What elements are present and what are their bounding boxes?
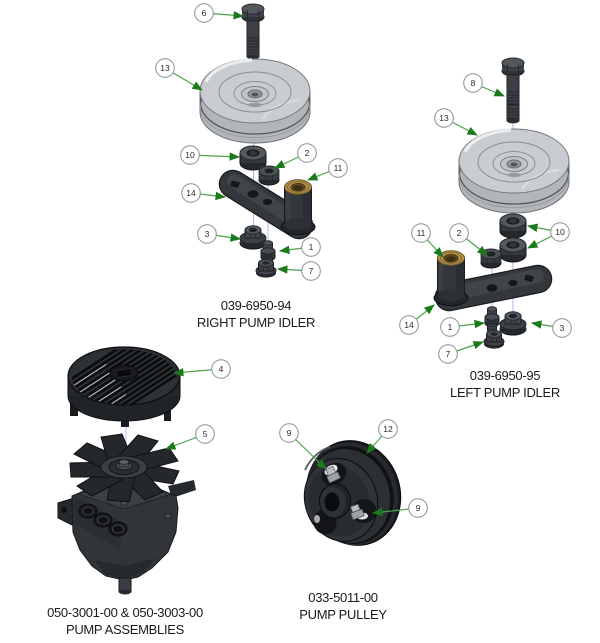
svg-text:1: 1 (448, 322, 453, 332)
pump-assemblies-part-number: 050-3001-00 & 050-3003-00 (47, 605, 203, 620)
bearing-spacer (239, 145, 267, 171)
callout-10: 10 (180, 145, 241, 165)
svg-text:9: 9 (287, 428, 292, 438)
svg-text:10: 10 (555, 227, 565, 237)
stud-bolt (484, 306, 500, 332)
label-left-idler: 039-6950-95 LEFT PUMP IDLER (450, 367, 560, 401)
brass-bushing (433, 250, 469, 307)
svg-text:8: 8 (471, 78, 476, 88)
svg-text:14: 14 (404, 320, 414, 330)
svg-text:3: 3 (205, 229, 210, 239)
label-right-idler: 039-6950-94 RIGHT PUMP IDLER (196, 297, 316, 331)
label-pump-assemblies: 050-3001-00 & 050-3003-00 PUMP ASSEMBLIE… (47, 604, 203, 638)
cooling-fan (69, 433, 180, 503)
flange-nut (239, 225, 267, 250)
bearing-spacer (499, 237, 527, 263)
svg-text:5: 5 (203, 429, 208, 439)
callout-9b: 9 (371, 498, 428, 518)
right-idler-assembly: 6 13 10 2 11 14 3 (155, 3, 348, 281)
pump-pulley-part (303, 440, 402, 546)
pump-assemblies-name: PUMP ASSEMBLIES (65, 622, 185, 637)
svg-text:13: 13 (439, 113, 449, 123)
svg-text:4: 4 (219, 364, 224, 374)
svg-text:2: 2 (305, 148, 310, 158)
idler-pulley (198, 57, 312, 145)
callout-1: 1 (278, 237, 321, 257)
callout-13: 13 (434, 108, 478, 136)
svg-text:11: 11 (417, 228, 426, 238)
fan-cover (67, 346, 181, 427)
bearing-spacer (499, 213, 527, 239)
callout-12: 12 (366, 419, 398, 454)
svg-text:3: 3 (560, 323, 565, 333)
callout-4: 4 (172, 359, 231, 379)
svg-text:13: 13 (160, 63, 170, 73)
callout-1: 1 (440, 317, 486, 337)
pump-pulley-name: PUMP PULLEY (299, 607, 387, 622)
brass-bushing (280, 179, 316, 236)
svg-text:14: 14 (186, 188, 196, 198)
lock-nut (255, 258, 277, 279)
svg-text:7: 7 (446, 349, 451, 359)
callout-11: 11 (307, 158, 348, 181)
svg-text:6: 6 (202, 8, 207, 18)
svg-text:2: 2 (457, 228, 462, 238)
pump-assembly: 4 5 (57, 346, 231, 595)
callout-14: 14 (399, 304, 435, 335)
right-idler-part-number: 039-6950-94 (220, 298, 292, 313)
callout-7: 7 (438, 341, 484, 364)
hex-bolt-extension (506, 104, 520, 124)
callout-6: 6 (194, 3, 245, 23)
callout-11: 11 (411, 223, 444, 258)
svg-text:9: 9 (416, 503, 421, 513)
callout-5: 5 (165, 424, 215, 450)
callout-2: 2 (449, 223, 488, 256)
lock-nut (483, 329, 505, 350)
callout-7: 7 (276, 261, 321, 281)
svg-text:10: 10 (185, 150, 195, 160)
callout-13: 13 (155, 58, 203, 91)
pulley-bolt (349, 503, 365, 520)
callout-9a: 9 (279, 423, 327, 470)
hex-nut (480, 248, 502, 269)
pump-pulley-part-number: 033-5011-00 (308, 590, 378, 605)
svg-text:1: 1 (309, 242, 314, 252)
pump-pulley-assembly: 9 12 9 (279, 419, 428, 546)
hex-nut (258, 165, 280, 186)
left-idler-name: LEFT PUMP IDLER (450, 385, 560, 400)
callout-10: 10 (526, 222, 570, 249)
callout-3: 3 (530, 318, 572, 338)
callout-14: 14 (181, 183, 227, 203)
left-idler-assembly: 8 13 11 2 10 14 (399, 57, 572, 364)
pulley-bolt (325, 465, 341, 484)
hex-bolt (241, 3, 265, 60)
callout-3: 3 (197, 224, 242, 244)
svg-text:11: 11 (334, 163, 343, 173)
pump-ports (78, 503, 128, 537)
left-idler-part-number: 039-6950-95 (469, 368, 541, 383)
svg-text:12: 12 (383, 424, 393, 434)
flange-nut (499, 311, 527, 336)
svg-text:7: 7 (309, 266, 314, 276)
right-idler-name: RIGHT PUMP IDLER (196, 315, 316, 330)
callout-8: 8 (463, 73, 505, 97)
label-pump-pulley: 033-5011-00 PUMP PULLEY (299, 589, 387, 623)
callout-2: 2 (274, 143, 317, 169)
idler-pulley (457, 127, 571, 215)
